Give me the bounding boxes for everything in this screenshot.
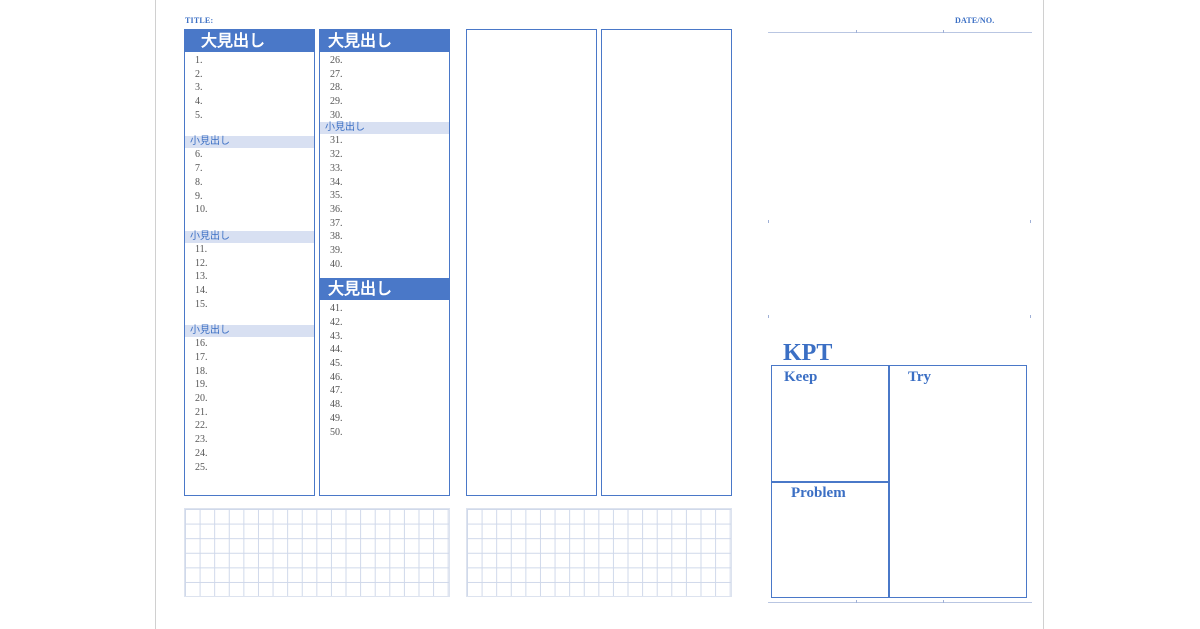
list-item-number: 1. bbox=[195, 55, 203, 66]
note-top-rule bbox=[768, 32, 1032, 33]
kpt-try-label: Try bbox=[908, 369, 932, 385]
list-item-number: 27. bbox=[330, 68, 343, 80]
list-item-number: 34. bbox=[330, 176, 343, 188]
rule-tick bbox=[856, 30, 857, 33]
list-item-number: 40. bbox=[330, 258, 343, 270]
list-item-number: 49. bbox=[330, 412, 343, 424]
list-item-number: 25. bbox=[195, 461, 208, 473]
list-item-number: 19. bbox=[195, 379, 208, 391]
list-item-number: 46. bbox=[330, 371, 343, 383]
rule-tick bbox=[1030, 315, 1031, 318]
rule-tick bbox=[856, 600, 857, 603]
minor-heading: 小見出し bbox=[320, 122, 449, 135]
list-item-number: 6. bbox=[195, 149, 203, 161]
list-item-number: 33. bbox=[330, 162, 343, 174]
list-item-number: 14. bbox=[195, 284, 208, 296]
major-heading-1: 大見出し bbox=[185, 30, 314, 52]
list-item-number: 9. bbox=[195, 190, 203, 202]
list-item-number: 17. bbox=[195, 352, 208, 363]
list-item-number: 4. bbox=[195, 96, 203, 108]
major-heading-2: 大見出し bbox=[320, 30, 449, 52]
list-item-number: 11. bbox=[195, 243, 208, 255]
outline-list-2a: 26. 27. 28. 29.30. bbox=[320, 52, 449, 122]
rule-tick bbox=[1030, 220, 1031, 223]
kpt-problem-label: Problem bbox=[791, 485, 846, 501]
outline-list-2c: 41. 42. 43. 44. 45.46. 47. 48.49. 50. bbox=[320, 300, 449, 439]
blank-column-2 bbox=[601, 29, 732, 496]
list-item-number: 35. bbox=[330, 190, 343, 202]
list-item-number: 45. bbox=[330, 358, 343, 370]
graph-grid-2 bbox=[466, 508, 732, 597]
list-item-number: 24. bbox=[195, 447, 208, 459]
list-item-number: 32. bbox=[330, 149, 343, 161]
kpt-keep-label: Keep bbox=[784, 369, 818, 385]
list-item-number: 43. bbox=[330, 330, 343, 342]
note-bottom-rule bbox=[768, 602, 1032, 603]
list-item-number: 7. bbox=[195, 163, 203, 175]
list-item-number: 8. bbox=[195, 176, 203, 188]
list-item-number: 39. bbox=[330, 244, 343, 256]
rule-tick bbox=[943, 30, 944, 33]
list-item-number: 28. bbox=[330, 82, 343, 94]
minor-heading: 小見出し bbox=[185, 136, 314, 149]
list-item-number: 38. bbox=[330, 231, 343, 243]
list-item-number: 30. bbox=[330, 109, 343, 121]
title-label: TITLE: bbox=[185, 16, 214, 25]
list-item-number: 21. bbox=[195, 406, 208, 418]
list-item-number: 5. bbox=[195, 109, 203, 121]
list-item-number: 36. bbox=[330, 203, 343, 215]
list-item-number: 3. bbox=[195, 82, 203, 94]
outline-column-2: 大見出し 26. 27. 28. 29.30. 小見出し 31. 32.33. 34. 35… bbox=[319, 29, 450, 496]
outline-list-2b: 31. 32.33. 34. 35.36. 37. 38.39. 40. bbox=[320, 134, 449, 271]
list-item-number: 2. bbox=[195, 68, 203, 80]
rule-tick bbox=[943, 600, 944, 603]
list-item-number: 10. bbox=[195, 204, 208, 216]
list-item-number: 50. bbox=[330, 426, 343, 438]
list-item-number: 29. bbox=[330, 96, 343, 108]
list-item-number: 31. bbox=[330, 135, 343, 147]
list-item-number: 26. bbox=[330, 55, 343, 66]
list-item-number: 41. bbox=[330, 303, 343, 315]
list-item-number: 42. bbox=[330, 317, 343, 328]
major-heading-3: 大見出し bbox=[320, 278, 449, 301]
rule-tick bbox=[768, 220, 769, 223]
kpt-divider-horizontal bbox=[771, 481, 889, 483]
list-item-number: 47. bbox=[330, 385, 343, 397]
rule-tick bbox=[768, 315, 769, 318]
list-item-number: 22. bbox=[195, 420, 208, 432]
list-item-number: 23. bbox=[195, 434, 208, 446]
list-item-number: 48. bbox=[330, 399, 343, 411]
blank-column-1 bbox=[466, 29, 597, 496]
date-label: DATE/NO. bbox=[955, 16, 995, 25]
minor-heading: 小見出し bbox=[185, 325, 314, 338]
list-item-number: 16. bbox=[195, 338, 208, 350]
kpt-title: KPT bbox=[783, 340, 833, 366]
minor-heading: 小見出し bbox=[185, 230, 314, 243]
list-item-number: 13. bbox=[195, 271, 208, 283]
list-item-number: 20. bbox=[195, 393, 208, 405]
list-item-number: 12. bbox=[195, 257, 208, 269]
graph-grid-1 bbox=[184, 508, 450, 597]
list-item-number: 18. bbox=[195, 365, 208, 377]
list-item-number: 15. bbox=[195, 298, 208, 310]
list-item-number: 44. bbox=[330, 344, 343, 356]
list-item-number: 37. bbox=[330, 217, 343, 229]
